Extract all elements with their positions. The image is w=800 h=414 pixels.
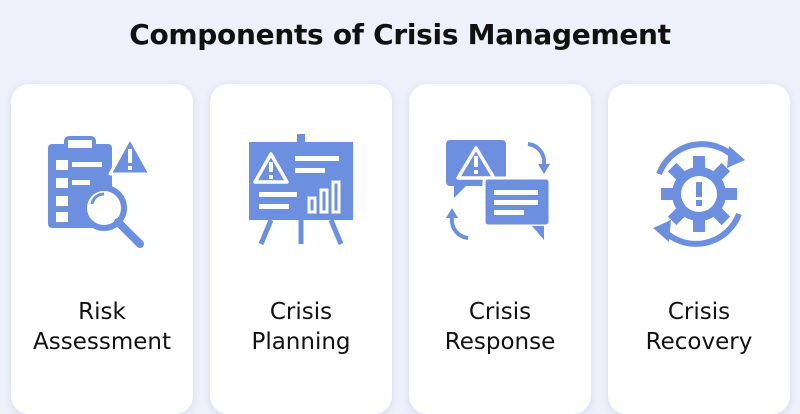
card-crisis-response: Crisis Response bbox=[409, 84, 591, 414]
card-crisis-planning: Crisis Planning bbox=[210, 84, 392, 414]
page-title: Components of Crisis Management bbox=[129, 18, 671, 51]
card-label: Crisis Recovery bbox=[645, 299, 753, 355]
gear-cycle-warning-icon bbox=[653, 141, 745, 247]
card-crisis-recovery: Crisis Recovery bbox=[608, 84, 790, 414]
card-label: Risk Assessment bbox=[33, 299, 171, 355]
clipboard-magnifier-warning-icon bbox=[48, 136, 152, 248]
card-risk-assessment: Risk Assessment bbox=[11, 84, 193, 414]
presentation-board-warning-icon bbox=[249, 134, 353, 245]
card-label: Crisis Planning bbox=[251, 299, 351, 355]
card-label: Crisis Response bbox=[444, 299, 556, 355]
chat-bubbles-warning-icon bbox=[446, 140, 552, 240]
